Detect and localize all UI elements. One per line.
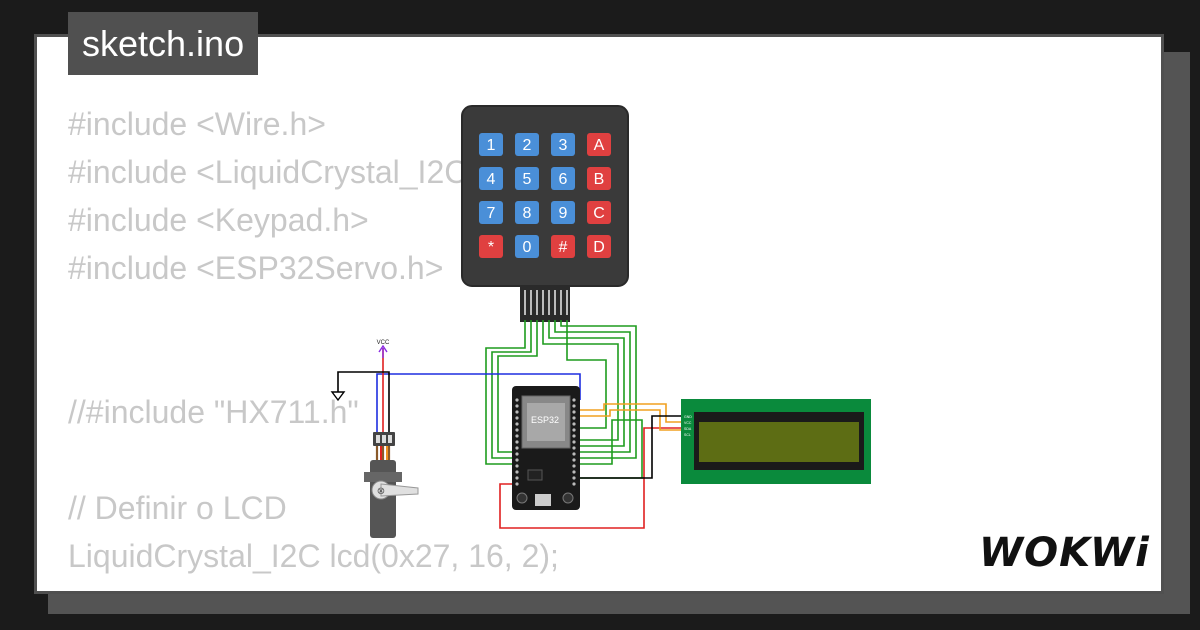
esp32-pin bbox=[515, 464, 519, 468]
keypad-key[interactable]: 6 bbox=[551, 167, 575, 190]
keypad-key-label: 9 bbox=[559, 205, 568, 222]
code-line: // Definir o LCD bbox=[68, 490, 287, 526]
esp32-pin bbox=[572, 404, 576, 408]
keypad-key-label: 1 bbox=[487, 137, 496, 154]
i2c-wire-sda bbox=[578, 403, 682, 423]
keypad-key[interactable]: A bbox=[587, 133, 611, 156]
vcc-label: VCC bbox=[377, 340, 390, 346]
keypad-key[interactable]: 4 bbox=[479, 167, 503, 190]
usb-port bbox=[535, 494, 551, 506]
esp32-pin bbox=[572, 458, 576, 462]
keypad-key[interactable]: 8 bbox=[515, 201, 539, 224]
keypad-key[interactable]: 0 bbox=[515, 235, 539, 258]
esp32-pin bbox=[572, 440, 576, 444]
keypad-key[interactable]: 1 bbox=[479, 133, 503, 156]
esp32-pin bbox=[515, 476, 519, 480]
lcd-pin-label: SDA bbox=[684, 427, 692, 431]
esp32-pin bbox=[572, 434, 576, 438]
keypad-key[interactable]: 9 bbox=[551, 201, 575, 224]
esp32-pin bbox=[572, 398, 576, 402]
esp32-pin bbox=[572, 422, 576, 426]
esp32-pin bbox=[515, 416, 519, 420]
esp32-chip-label: ESP32 bbox=[531, 415, 559, 425]
keypad-key-label: C bbox=[593, 205, 605, 222]
keypad-key[interactable]: D bbox=[587, 235, 611, 258]
esp32-pin bbox=[572, 446, 576, 450]
esp32-pin bbox=[515, 422, 519, 426]
keypad-key[interactable]: 7 bbox=[479, 201, 503, 224]
esp32-pin bbox=[572, 482, 576, 486]
keypad-key-label: 3 bbox=[559, 137, 568, 154]
keypad-key[interactable]: B bbox=[587, 167, 611, 190]
ground-wire-servo bbox=[337, 371, 390, 436]
esp32-pin bbox=[515, 440, 519, 444]
esp32-pin bbox=[572, 452, 576, 456]
esp32-pin bbox=[515, 428, 519, 432]
keypad-key-label: A bbox=[594, 137, 605, 154]
esp32-pin bbox=[515, 452, 519, 456]
code-line: #include <Keypad.h> bbox=[68, 202, 369, 238]
esp32-pin bbox=[572, 410, 576, 414]
power-wire bbox=[382, 348, 682, 529]
wokwi-logo: WOKWi bbox=[979, 530, 1150, 576]
servo-motor[interactable]: ⊗ bbox=[364, 432, 419, 538]
wokwi-logo-text: WOKWi bbox=[979, 530, 1150, 576]
keypad-key-label: 0 bbox=[523, 239, 532, 256]
code-line: #include <LiquidCrystal_I2C.h> bbox=[68, 154, 513, 190]
keypad-key[interactable]: 2 bbox=[515, 133, 539, 156]
keypad-key-label: 4 bbox=[487, 171, 496, 188]
keypad-key-label: 8 bbox=[523, 205, 532, 222]
esp32-pin bbox=[572, 416, 576, 420]
code-line: LiquidCrystal_I2C lcd(0x27, 16, 2); bbox=[68, 538, 559, 574]
esp32-pin bbox=[572, 464, 576, 468]
ground-wire bbox=[578, 415, 682, 479]
lcd-16x2[interactable]: GND VCC SDA SCL bbox=[681, 399, 871, 484]
esp32-pin bbox=[572, 428, 576, 432]
lcd-pin-label: VCC bbox=[684, 421, 692, 425]
keypad-key-label: 7 bbox=[487, 205, 496, 222]
keypad-4x4[interactable]: 1 2 3 A 4 5 6 B 7 8 9 C * 0 # D bbox=[461, 105, 629, 322]
keypad-key-label: # bbox=[559, 239, 568, 256]
vcc-symbol: VCC bbox=[377, 340, 390, 358]
ground-symbol bbox=[330, 391, 346, 402]
code-line: #include <ESP32Servo.h> bbox=[68, 250, 444, 286]
i2c-wire-scl bbox=[578, 409, 682, 431]
esp32-pin bbox=[515, 434, 519, 438]
esp32-pin bbox=[515, 410, 519, 414]
esp32-pin bbox=[515, 446, 519, 450]
esp32-pin bbox=[515, 482, 519, 486]
esp32-pin bbox=[572, 470, 576, 474]
keypad-key-label: D bbox=[593, 239, 605, 256]
code-line: #include <Wire.h> bbox=[68, 106, 326, 142]
code-line: //#include "HX711.h" bbox=[68, 394, 359, 430]
keypad-key[interactable]: C bbox=[587, 201, 611, 224]
esp32-pin bbox=[515, 470, 519, 474]
servo-hub-icon: ⊗ bbox=[377, 486, 385, 497]
keypad-key[interactable]: 5 bbox=[515, 167, 539, 190]
keypad-key[interactable]: * bbox=[479, 235, 503, 258]
keypad-key-label: 2 bbox=[523, 137, 532, 154]
esp32-pin bbox=[515, 398, 519, 402]
servo-signal-wire bbox=[376, 373, 581, 436]
lcd-pin-label: SCL bbox=[684, 433, 691, 437]
keypad-connector bbox=[520, 286, 570, 322]
keypad-pins bbox=[524, 290, 568, 315]
esp32-board[interactable]: ESP32 bbox=[512, 386, 580, 510]
keypad-key-label: 5 bbox=[523, 171, 532, 188]
keypad-key-label: * bbox=[488, 239, 494, 256]
esp32-pin bbox=[515, 458, 519, 462]
lcd-pin-label: GND bbox=[684, 415, 692, 419]
esp32-pin bbox=[515, 404, 519, 408]
keypad-key[interactable]: # bbox=[551, 235, 575, 258]
keypad-key[interactable]: 3 bbox=[551, 133, 575, 156]
keypad-key-label: 6 bbox=[559, 171, 568, 188]
file-tab[interactable]: sketch.ino bbox=[68, 12, 259, 75]
keypad-key-label: B bbox=[594, 171, 605, 188]
code-preview: #include <Wire.h> #include <LiquidCrysta… bbox=[68, 100, 559, 580]
esp32-pin bbox=[572, 476, 576, 480]
